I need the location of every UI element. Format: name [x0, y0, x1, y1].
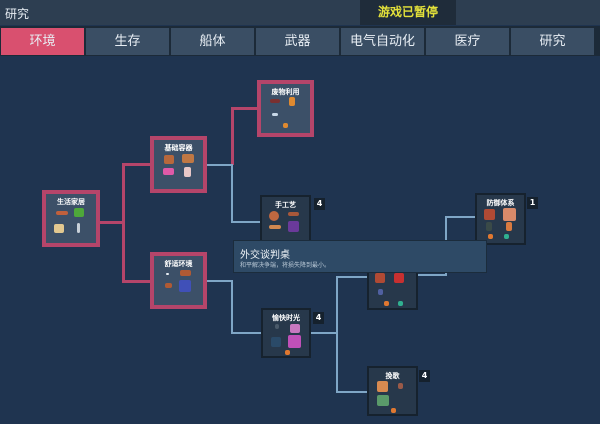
item-icon	[288, 221, 299, 232]
item-icon	[377, 381, 388, 392]
node-label: 防御体系	[486, 199, 515, 207]
connector	[231, 107, 234, 165]
item-icon	[288, 212, 299, 216]
item-icon	[378, 289, 383, 295]
item-icon	[165, 283, 172, 288]
node-label: 挽歌	[385, 372, 400, 380]
item-icon	[269, 225, 281, 229]
item-icon	[182, 154, 194, 163]
connector	[231, 332, 261, 334]
connector	[336, 391, 367, 393]
item-icon	[275, 324, 279, 329]
connector	[231, 280, 233, 334]
node-recycling[interactable]: 废物利用	[257, 80, 314, 137]
item-icon	[398, 383, 403, 389]
item-icon	[398, 301, 403, 306]
item-icon	[488, 234, 493, 239]
node-label: 愉快时光	[272, 314, 300, 322]
count-badge: 1	[527, 197, 538, 209]
connector	[231, 221, 260, 223]
window-title: 研究	[5, 7, 30, 21]
connector	[231, 164, 233, 223]
item-icon	[163, 168, 174, 175]
connector	[445, 216, 475, 218]
item-icon	[269, 211, 279, 221]
item-icon	[504, 234, 509, 239]
paused-status: 游戏已暂停	[360, 0, 456, 25]
node-crafts[interactable]: 手工艺	[260, 195, 311, 245]
node-defense[interactable]: 防御体系	[475, 193, 526, 245]
node-living[interactable]: 生活家居	[42, 190, 100, 247]
tab-medical[interactable]: 医疗	[426, 28, 509, 55]
connector	[207, 164, 233, 166]
tab-survival[interactable]: 生存	[86, 28, 169, 55]
connector	[418, 274, 447, 276]
item-icon	[77, 223, 80, 233]
item-icon	[283, 123, 288, 128]
item-icon	[377, 395, 389, 406]
node-label: 废物利用	[271, 88, 300, 96]
count-badge: 4	[313, 312, 324, 324]
item-icon	[375, 273, 385, 283]
node-label: 基础容器	[164, 144, 193, 152]
item-icon	[184, 167, 191, 177]
title-bar: 研究 游戏已暂停	[0, 0, 600, 25]
item-icon	[506, 222, 512, 231]
connector	[122, 163, 150, 166]
connector	[311, 332, 338, 334]
tooltip-description: 和平解决争端，将损失降到最小。	[240, 262, 331, 269]
item-icon	[290, 324, 300, 333]
item-icon	[272, 113, 278, 116]
tooltip-title: 外交谈判桌	[240, 250, 290, 261]
item-icon	[285, 350, 290, 355]
tab-weapons[interactable]: 武器	[256, 28, 339, 55]
item-icon	[54, 224, 64, 233]
item-icon	[270, 99, 280, 103]
item-icon	[394, 273, 404, 283]
count-badge: 4	[314, 198, 325, 210]
connector	[207, 280, 233, 282]
item-icon	[486, 222, 492, 231]
item-icon	[180, 270, 191, 276]
connector	[336, 276, 338, 393]
item-icon	[74, 208, 84, 217]
item-icon	[384, 301, 389, 306]
tab-hull[interactable]: 船体	[171, 28, 254, 55]
node-containers[interactable]: 基础容器	[150, 136, 207, 193]
tab-electrical[interactable]: 电气自动化	[341, 28, 424, 55]
item-icon	[164, 155, 174, 164]
tab-research[interactable]: 研究	[511, 28, 594, 55]
connector	[231, 107, 257, 110]
connector	[336, 276, 367, 278]
node-elegy[interactable]: 挽歌	[367, 366, 418, 416]
item-icon	[166, 273, 169, 275]
tooltip: 外交谈判桌 和平解决争端，将损失降到最小。	[233, 240, 487, 273]
node-label: 舒适环境	[164, 260, 193, 268]
node-label: 生活家居	[57, 198, 85, 206]
item-icon	[271, 337, 281, 347]
connector	[122, 163, 125, 283]
connector	[122, 280, 150, 283]
item-icon	[391, 408, 396, 413]
node-label: 手工艺	[275, 201, 296, 209]
connector	[100, 221, 124, 224]
item-icon	[503, 208, 516, 221]
item-icon	[56, 211, 68, 215]
item-icon	[179, 280, 191, 292]
item-icon	[484, 209, 495, 220]
node-comfort[interactable]: 舒适环境	[150, 252, 207, 309]
tab-environment[interactable]: 环境	[1, 28, 84, 55]
item-icon	[289, 97, 295, 106]
category-tabs: 环境 生存 船体 武器 电气自动化 医疗 研究	[0, 26, 600, 56]
item-icon	[288, 335, 301, 348]
count-badge: 4	[419, 370, 430, 382]
node-fun[interactable]: 愉快时光	[261, 308, 311, 358]
